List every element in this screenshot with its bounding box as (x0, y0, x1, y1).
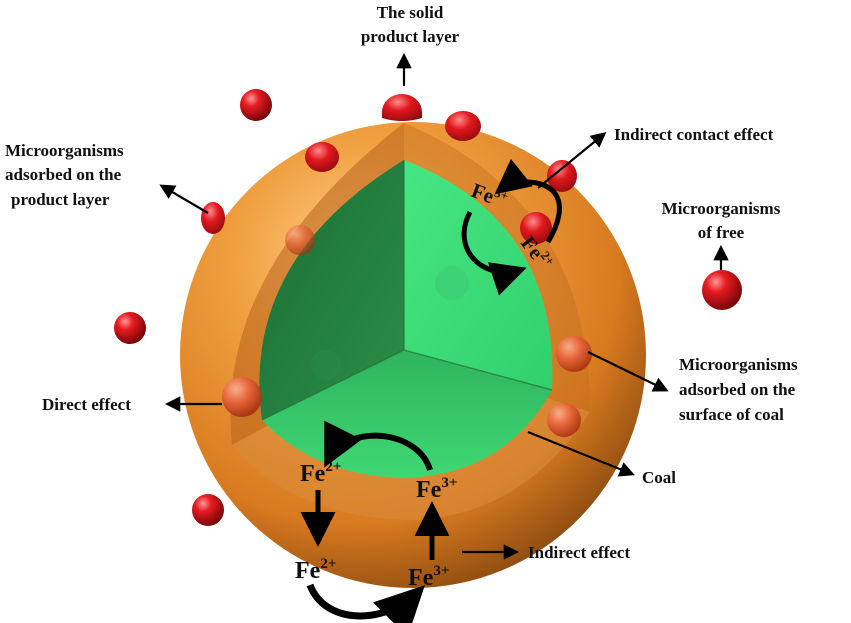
microorganism-in-layer (285, 225, 315, 255)
svg-text:Direct effect: Direct effect (42, 395, 131, 414)
svg-text:Microorganisms: Microorganisms (5, 141, 124, 160)
microorganism-on-shell (305, 142, 339, 172)
svg-text:product layer: product layer (11, 190, 110, 209)
svg-text:adsorbed on the: adsorbed on the (5, 165, 122, 184)
label-coal: Coal (527, 430, 676, 487)
fe-cycle-lower-inner: Fe2+ Fe3+ (300, 420, 457, 503)
microorganism-in-layer (520, 212, 552, 244)
svg-text:The solid: The solid (377, 3, 444, 22)
microorganism-on-coal (547, 403, 581, 437)
svg-text:Microorganisms: Microorganisms (679, 355, 798, 374)
microorganism-on-coal (556, 336, 592, 372)
label-indirect-effect: Indirect effect (462, 543, 630, 562)
svg-text:adsorbed on the: adsorbed on the (679, 380, 796, 399)
microorganism-on-shell (547, 160, 577, 192)
svg-text:product layer: product layer (361, 27, 460, 46)
svg-text:Indirect contact effect: Indirect contact effect (614, 125, 774, 144)
microorganism-on-coal (222, 377, 262, 417)
svg-text:Fe2+: Fe2+ (295, 556, 336, 584)
microorganism-free (240, 89, 272, 121)
label-solid-product-layer: The solid product layer (361, 3, 460, 86)
label-microorganisms-adsorbed-coal: Microorganisms adsorbed on the surface o… (587, 351, 798, 424)
label-direct-effect: Direct effect (42, 395, 222, 414)
microorganism-free (702, 270, 742, 310)
microorganism-free (192, 494, 224, 526)
svg-text:Coal: Coal (642, 468, 676, 487)
svg-text:of free: of free (698, 223, 745, 242)
svg-text:surface of coal: surface of coal (679, 405, 784, 424)
svg-text:Indirect effect: Indirect effect (528, 543, 630, 562)
microorganisms (114, 89, 742, 526)
svg-text:Fe3+: Fe3+ (408, 563, 449, 591)
microorganism-on-shell (201, 202, 225, 234)
microorganism-on-shell (445, 111, 481, 141)
label-indirect-contact-effect: Indirect contact effect (537, 125, 774, 189)
svg-text:Microorganisms: Microorganisms (662, 199, 781, 218)
fe-cycle-bottom: Fe2+ Fe3+ (295, 490, 450, 623)
microorganism-free (114, 312, 146, 344)
microorganism-on-shell (382, 94, 422, 121)
svg-text:Fe3+: Fe3+ (416, 475, 457, 503)
label-microorganisms-free: Microorganisms of free (662, 199, 781, 270)
label-microorganisms-adsorbed-product-layer: Microorganisms adsorbed on the product l… (5, 141, 209, 214)
